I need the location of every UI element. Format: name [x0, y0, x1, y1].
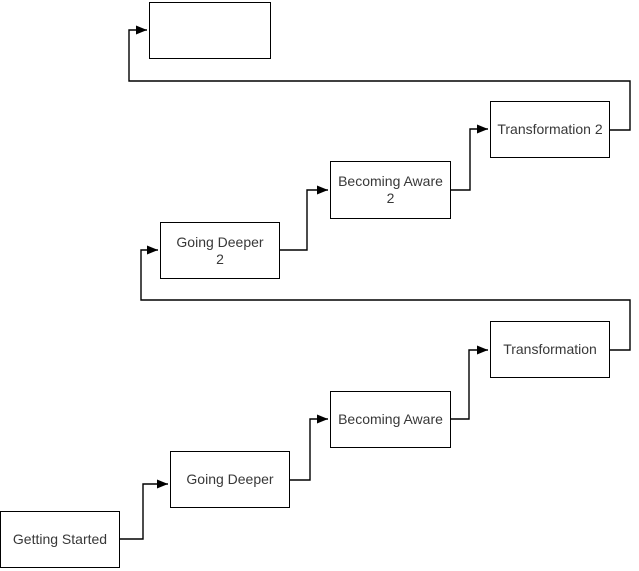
connectors-group — [120, 25, 631, 540]
node-label-becoming-aware: Becoming Aware — [338, 411, 443, 428]
connector-going-deeper-2-to-becoming-aware-2 — [280, 185, 328, 251]
node-label-going-deeper: Going Deeper — [186, 471, 274, 488]
node-label-becoming-aware-2: Becoming Aware 2 — [338, 173, 443, 206]
node-becoming-aware: Becoming Aware — [330, 391, 451, 448]
connector-becoming-aware-to-transformation — [451, 345, 488, 420]
node-going-deeper-2: Going Deeper 2 — [160, 222, 280, 279]
node-transformation-2: Transformation 2 — [490, 101, 610, 158]
connector-getting-started-to-going-deeper — [120, 479, 168, 540]
node-going-deeper: Going Deeper — [170, 451, 290, 508]
node-empty-step — [149, 2, 271, 59]
connector-transformation-2-to-empty-step — [128, 25, 631, 131]
node-transformation: Transformation — [490, 321, 610, 378]
node-label-getting-started: Getting Started — [12, 531, 108, 548]
node-label-going-deeper-2: Going Deeper 2 — [176, 233, 264, 267]
node-label-transformation-2: Transformation 2 — [497, 121, 603, 138]
connector-going-deeper-to-becoming-aware — [290, 414, 328, 481]
connector-becoming-aware-2-to-transformation-2 — [451, 124, 488, 191]
node-label-transformation: Transformation — [503, 341, 597, 358]
connector-transformation-to-going-deeper-2 — [140, 245, 631, 351]
node-getting-started: Getting Started — [0, 511, 120, 568]
node-becoming-aware-2: Becoming Aware 2 — [330, 161, 451, 219]
